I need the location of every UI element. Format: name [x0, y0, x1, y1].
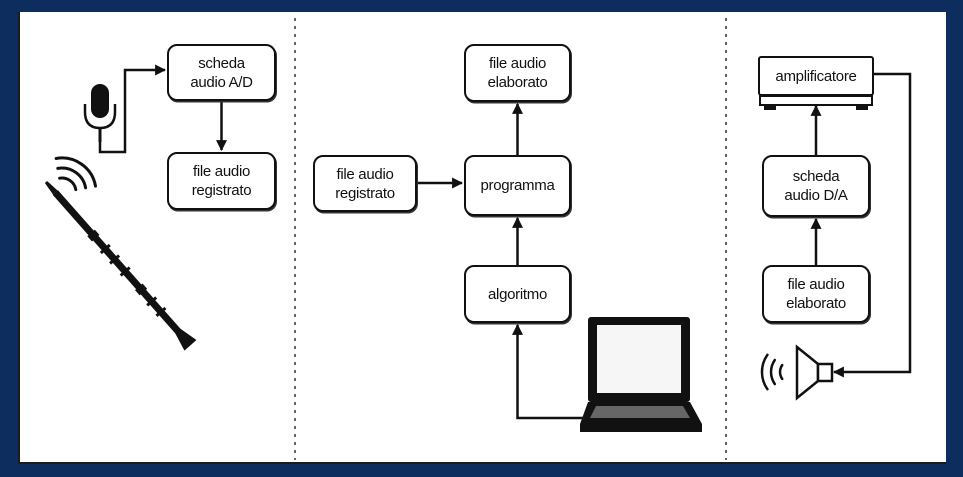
clarinet-key: [99, 243, 111, 255]
node-label-line: registrato: [335, 184, 395, 202]
recorded-file-node: file audio registrato: [167, 152, 276, 210]
node-label-line: algoritmo: [488, 285, 547, 303]
node-label-line: scheda: [198, 54, 245, 72]
processed-file-output-node: file audio elaborato: [762, 265, 870, 323]
sound-wave-arc: [58, 176, 78, 192]
clarinet-key: [155, 306, 167, 318]
node-label-line: registrato: [191, 182, 252, 199]
laptop-icon: [580, 317, 702, 432]
arrow-microphone-to-adc: [98, 64, 167, 154]
node-label-line: file audio: [336, 165, 394, 183]
laptop-bottom-edge: [580, 424, 702, 432]
clarinet-icon: [44, 181, 197, 351]
algorithm-node: algoritmo: [464, 265, 571, 323]
clarinet-key: [109, 254, 121, 265]
node-label-line: scheda: [792, 168, 840, 185]
sound-waves-icon: [760, 353, 784, 391]
clarinet-key: [119, 266, 131, 277]
node-label-line: file audio: [488, 55, 547, 72]
clarinet-key: [146, 296, 158, 307]
sound-wave-arc: [769, 358, 777, 386]
sound-wave-arc: [778, 363, 784, 381]
arrow-laptop-to-algorithm: [512, 323, 583, 420]
clarinet-joint: [87, 229, 100, 242]
amplifier-slab: [759, 95, 873, 106]
node-label-line: audio A/D: [190, 73, 253, 91]
sound-waves-icon: [54, 156, 97, 192]
processed-file-node: file audio elaborato: [464, 44, 571, 102]
recorded-file-input-node: file audio registrato: [313, 155, 417, 212]
microphone-icon: [83, 84, 117, 142]
clarinet-bell: [175, 328, 197, 351]
sound-wave-arc: [54, 156, 97, 188]
arrow-amplifier-to-speaker: [832, 72, 912, 378]
node-label-line: programma: [480, 177, 555, 194]
clarinet-joint: [135, 283, 148, 296]
speaker-icon: [795, 344, 834, 401]
node-label-line: amplificatore: [775, 67, 857, 85]
node-label-line: file audio: [787, 276, 845, 293]
adc-card-node: scheda audio A/D: [167, 44, 276, 101]
node-label-line: file audio: [192, 163, 251, 180]
clarinet-mouthpiece: [44, 181, 58, 195]
clarinet-body: [52, 190, 182, 335]
node-label-line: elaborato: [487, 74, 548, 91]
node-label-line: audio D/A: [784, 187, 848, 204]
microphone-capsule: [91, 84, 109, 118]
amplifier-foot: [856, 105, 868, 110]
sound-wave-arc: [760, 353, 769, 391]
dac-card-node: scheda audio D/A: [762, 155, 870, 217]
program-node: programma: [464, 155, 571, 216]
sound-wave-arc: [56, 166, 88, 190]
node-label-line: elaborato: [786, 295, 846, 312]
amplifier-node: amplificatore: [758, 56, 874, 96]
speaker-magnet: [816, 362, 834, 383]
laptop-keyboard: [590, 406, 690, 418]
speaker-cone: [795, 344, 820, 401]
laptop-screen: [597, 325, 681, 393]
amplifier-foot: [764, 105, 776, 110]
